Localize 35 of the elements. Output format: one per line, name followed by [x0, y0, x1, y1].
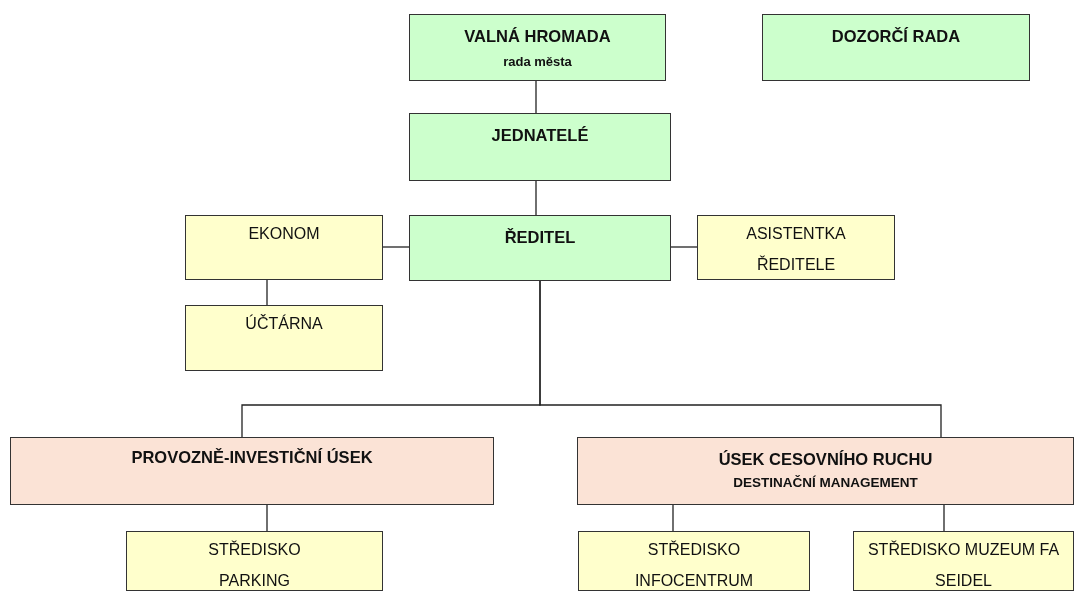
org-unit-box: [10, 437, 494, 505]
unit-title: JEDNATELÉ: [490, 125, 590, 145]
org-unit-box: [697, 215, 895, 280]
unit-title: STŘEDISKO INFOCENTRUM: [633, 539, 755, 591]
org-unit-box: [409, 215, 671, 281]
unit-title: STŘEDISKO MUZEUM FA SEIDEL: [866, 539, 1061, 591]
connector-line: [672, 504, 674, 532]
unit-subtitle: DESTINAČNÍ MANAGEMENT: [732, 474, 919, 492]
org-unit-box: [409, 113, 671, 181]
connector-line: [535, 80, 537, 114]
connector-line: [266, 504, 268, 532]
org-unit-box: [853, 531, 1074, 591]
org-unit-box: [126, 531, 383, 591]
unit-title: DOZORČÍ RADA: [830, 26, 962, 46]
connector-line: [670, 246, 698, 248]
connector-line: [266, 279, 268, 306]
org-unit-box: [409, 14, 666, 81]
connector-line: [382, 246, 410, 248]
unit-title: ÚSEK CESOVNÍHO RUCHU: [717, 449, 934, 469]
unit-title: STŘEDISKO PARKING: [207, 539, 302, 591]
org-unit-box: [577, 437, 1074, 505]
connector-line: [535, 180, 537, 216]
org-unit-box: [185, 215, 383, 280]
connector-line: [539, 280, 942, 438]
unit-title: ASISTENTKA ŘEDITELE: [745, 224, 847, 275]
unit-subtitle: rada města: [502, 53, 573, 71]
org-unit-box: [185, 305, 383, 371]
unit-title: ŘEDITEL: [503, 227, 577, 247]
unit-title: ÚČTÁRNA: [244, 313, 324, 334]
unit-title: VALNÁ HROMADA: [463, 26, 612, 46]
unit-title: PROVOZNĚ-INVESTIČNÍ ÚSEK: [130, 447, 374, 468]
connector-line: [943, 504, 945, 532]
org-unit-box: [578, 531, 810, 591]
unit-title: EKONOM: [247, 224, 321, 244]
org-unit-box: [762, 14, 1030, 81]
